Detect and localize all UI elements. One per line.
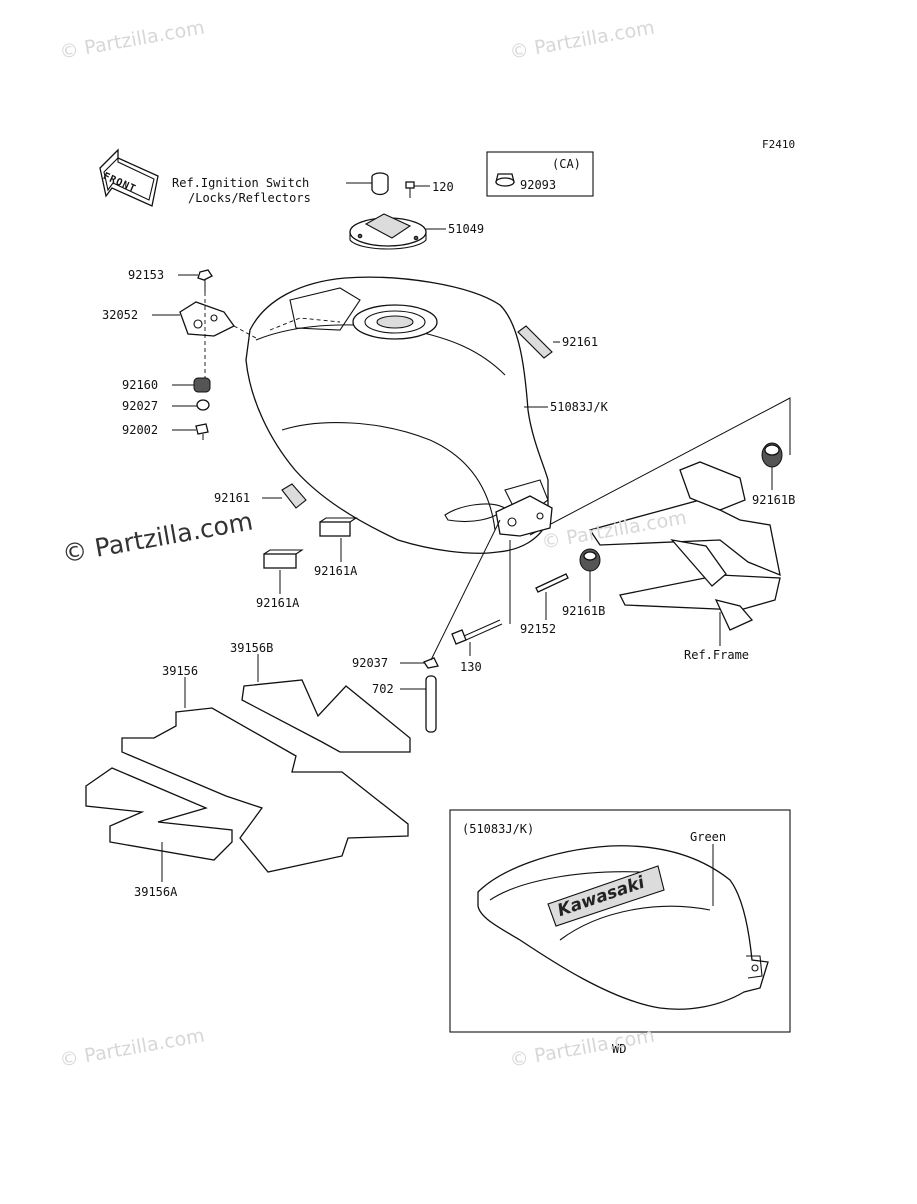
bolt-92002 (195, 423, 209, 440)
part-32052[interactable]: 32052 (102, 308, 139, 322)
part-92160[interactable]: 92160 (122, 378, 159, 392)
part-39156A[interactable]: 39156A (134, 885, 178, 899)
ca-box-frame (486, 151, 594, 197)
part-92161A-right[interactable]: 92161A (314, 564, 358, 578)
figure-code: F2410 (762, 138, 796, 151)
damper-92161B-right (761, 442, 783, 468)
mat-39156A (85, 767, 233, 861)
part-120[interactable]: 120 (432, 180, 454, 194)
part-92161A-left[interactable]: 92161A (256, 596, 300, 610)
part-92027[interactable]: 92027 (122, 399, 159, 413)
part-92161B-mid[interactable]: 92161B (562, 604, 606, 618)
bolt-130 (451, 619, 503, 645)
mat-39156B (241, 679, 411, 753)
ref-locks-reflectors: /Locks/Reflectors (188, 191, 311, 205)
part-130[interactable]: 130 (460, 660, 482, 674)
damper-92161B-mid (579, 548, 601, 572)
part-92037[interactable]: 92037 (352, 656, 389, 670)
part-92152[interactable]: 92152 (520, 622, 557, 636)
inset-tank (477, 845, 769, 1010)
pad-92161-top (517, 325, 553, 359)
grommet-92160 (193, 377, 211, 393)
part-92161-top[interactable]: 92161 (562, 335, 599, 349)
pin-92152 (535, 573, 569, 593)
inset-frame (449, 809, 791, 1033)
ref-ignition-switch: Ref.Ignition Switch (172, 176, 310, 190)
part-92093[interactable]: 92093 (520, 178, 557, 192)
bracket-32052 (179, 301, 235, 337)
part-92161B-right[interactable]: 92161B (752, 493, 796, 507)
front-arrow-icon (99, 148, 159, 207)
inset-color-label: Green (690, 830, 727, 844)
frame-section (529, 397, 791, 631)
pad-92161-left (281, 483, 307, 509)
bolt-120 (405, 181, 415, 198)
part-51049[interactable]: 51049 (448, 222, 485, 236)
ca-region-label: (CA) (552, 157, 581, 171)
part-51083[interactable]: 51083J/K (550, 400, 608, 414)
part-39156B[interactable]: 39156B (230, 641, 274, 655)
pad-92161A-left (263, 549, 304, 569)
mount-bracket (495, 495, 553, 537)
nut-92093 (495, 173, 515, 187)
part-92161-left[interactable]: 92161 (214, 491, 251, 505)
part-39156[interactable]: 39156 (162, 664, 199, 678)
inset-model-label: (51083J/K) (462, 822, 535, 836)
part-92153[interactable]: 92153 (128, 268, 165, 282)
collar-92027 (196, 399, 210, 411)
pad-92161A-right (319, 517, 358, 537)
mat-39156 (121, 707, 409, 873)
part-92002[interactable]: 92002 (122, 423, 159, 437)
ref-frame: Ref.Frame (684, 648, 750, 662)
bolt-92153 (197, 269, 213, 292)
clip-92037 (423, 657, 439, 669)
part-702[interactable]: 702 (372, 682, 394, 696)
fuel-cap (349, 213, 427, 250)
inset-caption: WD (612, 1042, 627, 1056)
pin-702 (425, 675, 437, 733)
lock-cylinder (371, 172, 389, 196)
leader-lines (152, 182, 773, 882)
